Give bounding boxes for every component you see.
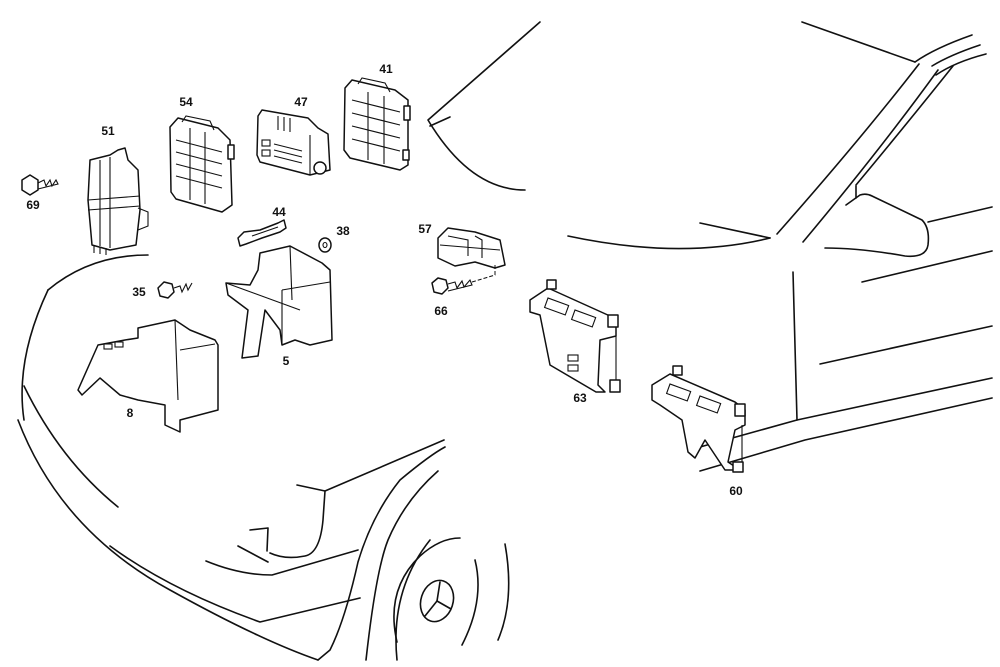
- callout-57[interactable]: 57: [418, 222, 432, 236]
- roof-curve: [914, 34, 973, 63]
- part-63-holder-bracket[interactable]: [529, 279, 621, 393]
- roof-trim-2: [935, 53, 987, 76]
- hood-front-edge: [47, 254, 149, 291]
- mercedes-star-emblem: [419, 579, 455, 623]
- part-44-clip[interactable]: [237, 219, 287, 247]
- side-mirror: [824, 193, 930, 258]
- tire-sidewall: [393, 537, 461, 643]
- part-51-relay-block[interactable]: [87, 147, 149, 255]
- callout-51[interactable]: 51: [101, 124, 115, 138]
- windshield-corner: [429, 116, 451, 127]
- a-pillar-inner: [802, 69, 939, 243]
- part-69-screw[interactable]: [21, 174, 59, 196]
- part-8-support-bracket[interactable]: [77, 319, 219, 433]
- roof-line: [801, 21, 916, 63]
- part-38-washer[interactable]: [318, 237, 332, 253]
- callout-69[interactable]: 69: [26, 198, 40, 212]
- grille-mark-2: [237, 545, 269, 563]
- door-line-upper: [861, 250, 993, 283]
- callout-44[interactable]: 44: [272, 205, 286, 219]
- callout-47[interactable]: 47: [294, 95, 308, 109]
- sill-line-lower: [699, 397, 993, 472]
- callout-5[interactable]: 5: [282, 354, 290, 368]
- callout-41[interactable]: 41: [379, 62, 393, 76]
- cowl-line: [699, 222, 771, 239]
- wheel-arc-right: [461, 559, 479, 646]
- tire-outer-arc: [395, 539, 431, 661]
- windshield-left-edge: [427, 21, 541, 191]
- bumper-upper-crease: [23, 385, 119, 508]
- part-60-holder-bracket[interactable]: [651, 365, 746, 473]
- a-pillar-outer: [776, 63, 920, 235]
- front-corner: [21, 289, 49, 421]
- bumper-mid-line: [109, 545, 361, 623]
- callout-60[interactable]: 60: [729, 484, 743, 498]
- roof-trim-1: [931, 44, 981, 67]
- front-wheel-arch-outer: [317, 446, 446, 661]
- headlight: [269, 484, 326, 559]
- part-47-relay-module[interactable]: [256, 109, 331, 176]
- callout-8[interactable]: 8: [126, 406, 134, 420]
- door-front-edge: [792, 271, 798, 421]
- part-41-control-unit[interactable]: [343, 77, 411, 171]
- bumper-lower-edge: [17, 419, 319, 661]
- callout-35[interactable]: 35: [132, 285, 146, 299]
- hood-side-line: [324, 439, 445, 492]
- window-sill: [927, 206, 993, 223]
- a-pillar-trim: [855, 65, 954, 186]
- part-35-screw[interactable]: [157, 281, 193, 299]
- bumper-top-line: [205, 549, 359, 576]
- hood-rear-edge: [567, 235, 771, 250]
- callout-54[interactable]: 54: [179, 95, 193, 109]
- part-57-connector-holder[interactable]: [437, 227, 506, 269]
- car-body-outline: [17, 21, 993, 661]
- front-wheel-arch-inner: [365, 470, 439, 661]
- part-54-control-unit[interactable]: [169, 115, 235, 213]
- callout-66[interactable]: 66: [434, 304, 448, 318]
- callout-63[interactable]: 63: [573, 391, 587, 405]
- door-line-mid: [819, 325, 993, 365]
- callout-38[interactable]: 38: [336, 224, 350, 238]
- part-5-mounting-bracket[interactable]: [225, 245, 333, 359]
- wheel-arc-far: [497, 543, 510, 641]
- grille-mark: [249, 527, 269, 552]
- part-66-screw[interactable]: [431, 265, 496, 295]
